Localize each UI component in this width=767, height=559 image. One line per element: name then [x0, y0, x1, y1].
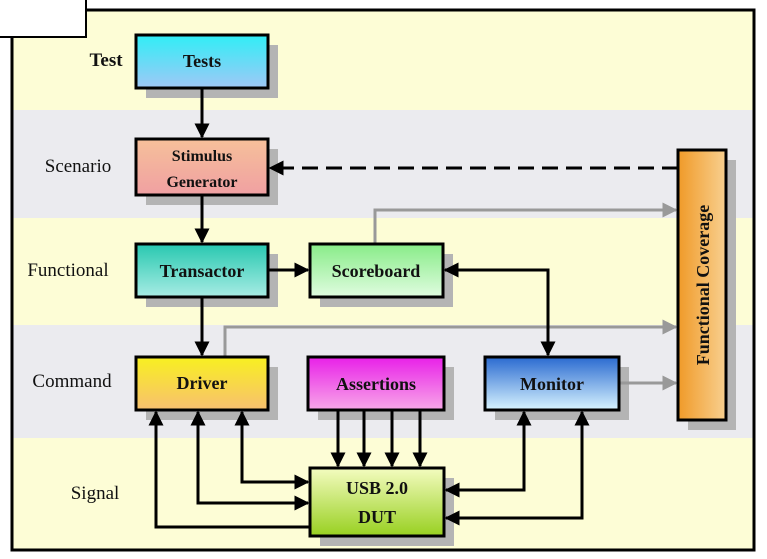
block-transactor-label: Transactor: [160, 261, 245, 281]
block-usb-dut: USB 2.0 DUT: [308, 466, 446, 538]
block-monitor: Monitor: [483, 355, 621, 412]
block-transactor: Transactor: [134, 242, 270, 299]
layer-band-test: [12, 10, 754, 110]
layer-label-signal: Signal: [71, 483, 120, 504]
layer-band-scenario: [12, 110, 754, 218]
block-scoreboard: Scoreboard: [308, 242, 445, 299]
layer-label-functional: Functional: [27, 260, 108, 281]
block-monitor-label: Monitor: [520, 374, 584, 394]
block-dut-label-1: USB 2.0: [346, 478, 408, 498]
flow-arrows: [148, 88, 678, 529]
block-driver-label: Driver: [177, 373, 228, 393]
block-coverage-label: Functional Coverage: [693, 205, 713, 365]
layer-label-command: Command: [32, 371, 112, 392]
layer-label-scenario: Scenario: [45, 156, 111, 177]
corner-box: [0, 0, 87, 38]
block-assertions-label: Assertions: [336, 374, 416, 394]
block-stimulus-label-2: Generator: [166, 174, 237, 191]
block-functional-coverage: Functional Coverage: [676, 148, 728, 422]
layer-label-test: Test: [89, 50, 123, 71]
block-driver: Driver: [134, 355, 270, 412]
block-tests-label: Tests: [183, 51, 221, 71]
block-dut-label-2: DUT: [358, 507, 396, 527]
block-stimulus-generator: Stimulus Generator: [134, 137, 270, 197]
block-tests: Tests: [134, 33, 270, 90]
block-stimulus-label-1: Stimulus: [172, 148, 232, 165]
block-scoreboard-label: Scoreboard: [332, 261, 421, 281]
block-assertions: Assertions: [306, 355, 446, 412]
outer-frame: [10, 8, 756, 552]
